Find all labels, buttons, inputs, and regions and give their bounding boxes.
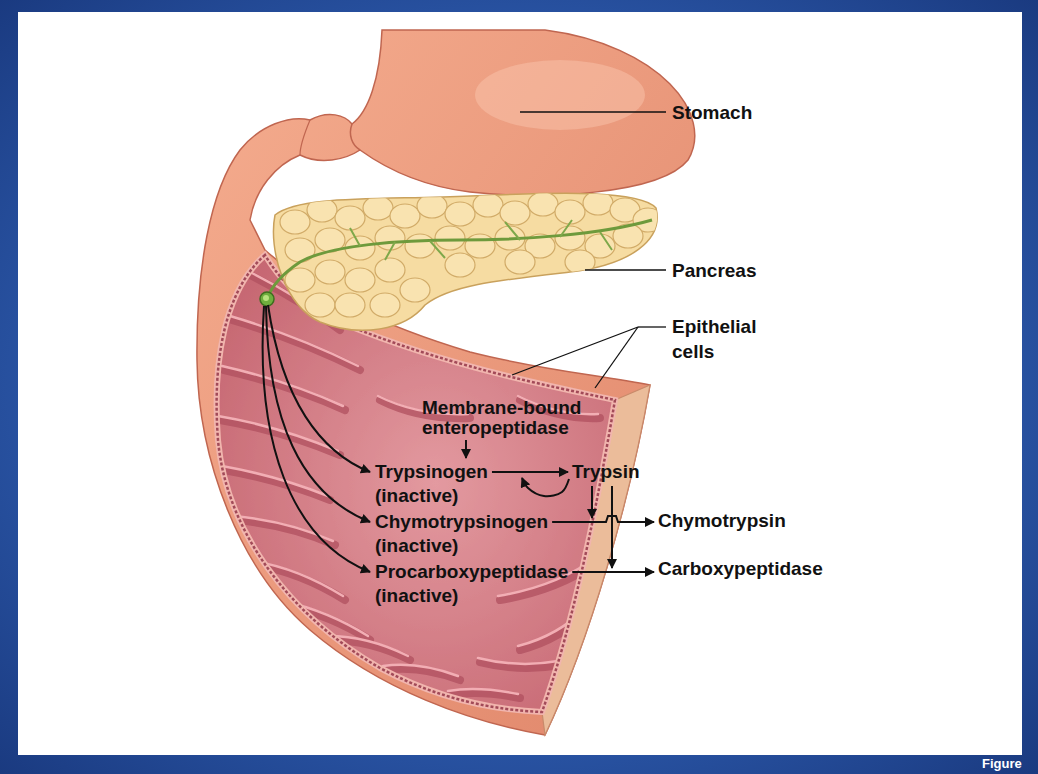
secretion-arrow bbox=[266, 306, 370, 522]
pancreas-lobule bbox=[555, 226, 585, 250]
active-enzyme: Trypsin bbox=[572, 460, 640, 484]
pancreas-lobule bbox=[445, 253, 475, 277]
pancreas-lobule bbox=[390, 204, 420, 228]
leader-line bbox=[595, 327, 638, 388]
pancreas-lobule bbox=[307, 198, 337, 222]
membrane-enzyme: Membrane-bound enteropeptidase bbox=[422, 398, 612, 438]
pancreas-lobule bbox=[528, 192, 558, 216]
stomach-duodenum bbox=[197, 30, 695, 735]
pancreas-lobule bbox=[375, 258, 405, 282]
epithelial-lining bbox=[217, 255, 615, 712]
pancreas-lobule bbox=[583, 191, 613, 215]
fold-highlight bbox=[218, 271, 598, 694]
part-label: Stomach bbox=[672, 100, 752, 125]
active-enzyme: Carboxypeptidase bbox=[658, 557, 823, 581]
enzyme-name: Membrane-bound enteropeptidase bbox=[422, 398, 612, 438]
activation-arrow bbox=[492, 471, 568, 473]
enzyme-name: Chymotrypsin bbox=[658, 509, 786, 533]
leader-line bbox=[585, 269, 666, 270]
activation-arrow bbox=[591, 486, 593, 518]
active-enzyme: Chymotrypsin bbox=[658, 509, 786, 533]
leader-line bbox=[520, 111, 666, 112]
pancreatic-duct bbox=[267, 220, 652, 299]
enzyme-name: Trypsin bbox=[572, 460, 640, 484]
pancreas-lobule bbox=[505, 250, 535, 274]
status-note: (inactive) bbox=[375, 484, 488, 508]
intestine-lumen bbox=[217, 255, 615, 712]
activation-arrow bbox=[572, 571, 654, 573]
pancreas-lobule bbox=[417, 194, 447, 218]
leader-line bbox=[512, 327, 638, 375]
zymogen: Trypsinogen(inactive) bbox=[375, 460, 488, 508]
pancreas-lobule bbox=[335, 293, 365, 317]
zymogen: Procarboxypeptidase(inactive) bbox=[375, 560, 568, 608]
pancreas-lobule bbox=[465, 234, 495, 258]
leader-line bbox=[638, 326, 666, 327]
mucosal-fold bbox=[220, 275, 600, 698]
pancreas-lobule bbox=[280, 210, 310, 234]
secretion-arrow bbox=[263, 306, 370, 572]
pylorus-line bbox=[350, 124, 360, 150]
pancreas-lobule bbox=[345, 268, 375, 292]
pancreas-lobule bbox=[370, 293, 400, 317]
pancreas-lobule bbox=[400, 278, 430, 302]
duct-opening bbox=[260, 292, 274, 306]
stomach-highlight bbox=[475, 60, 645, 130]
pancreas-lobule bbox=[555, 200, 585, 224]
figure-label: Figure bbox=[982, 756, 1022, 772]
pancreas-lobule bbox=[305, 293, 335, 317]
enzyme-name: Carboxypeptidase bbox=[658, 557, 823, 581]
enzyme-name: Chymotrypsinogen bbox=[375, 510, 548, 534]
autocatalysis-arrow bbox=[522, 478, 569, 496]
secretion-arrow bbox=[268, 305, 370, 472]
pancreas-lobule bbox=[445, 202, 475, 226]
zymogen: Chymotrypsinogen(inactive) bbox=[375, 510, 548, 558]
duct-opening-highlight bbox=[263, 295, 269, 301]
villi-edge bbox=[217, 255, 615, 712]
bulb-line bbox=[300, 120, 310, 155]
pancreas-lobule bbox=[500, 201, 530, 225]
pancreas-lobule bbox=[473, 193, 503, 217]
pancreas-lobule bbox=[405, 234, 435, 258]
part-label: Pancreas bbox=[672, 258, 757, 283]
pancreas-lobule bbox=[335, 206, 365, 230]
pancreas-lobule bbox=[363, 196, 393, 220]
pancreas-lobule bbox=[375, 226, 405, 250]
activation-arrow bbox=[465, 440, 467, 458]
activation-arrow bbox=[552, 516, 654, 522]
status-note: (inactive) bbox=[375, 534, 548, 558]
pancreas-lobule bbox=[435, 226, 465, 250]
activation-arrow bbox=[611, 486, 613, 568]
duct-branch bbox=[350, 220, 612, 260]
enzyme-name: Trypsinogen bbox=[375, 460, 488, 484]
pancreas-lobule bbox=[315, 260, 345, 284]
status-note: (inactive) bbox=[375, 584, 568, 608]
part-label: Epithelial cells bbox=[672, 314, 782, 364]
enzyme-name: Procarboxypeptidase bbox=[375, 560, 568, 584]
